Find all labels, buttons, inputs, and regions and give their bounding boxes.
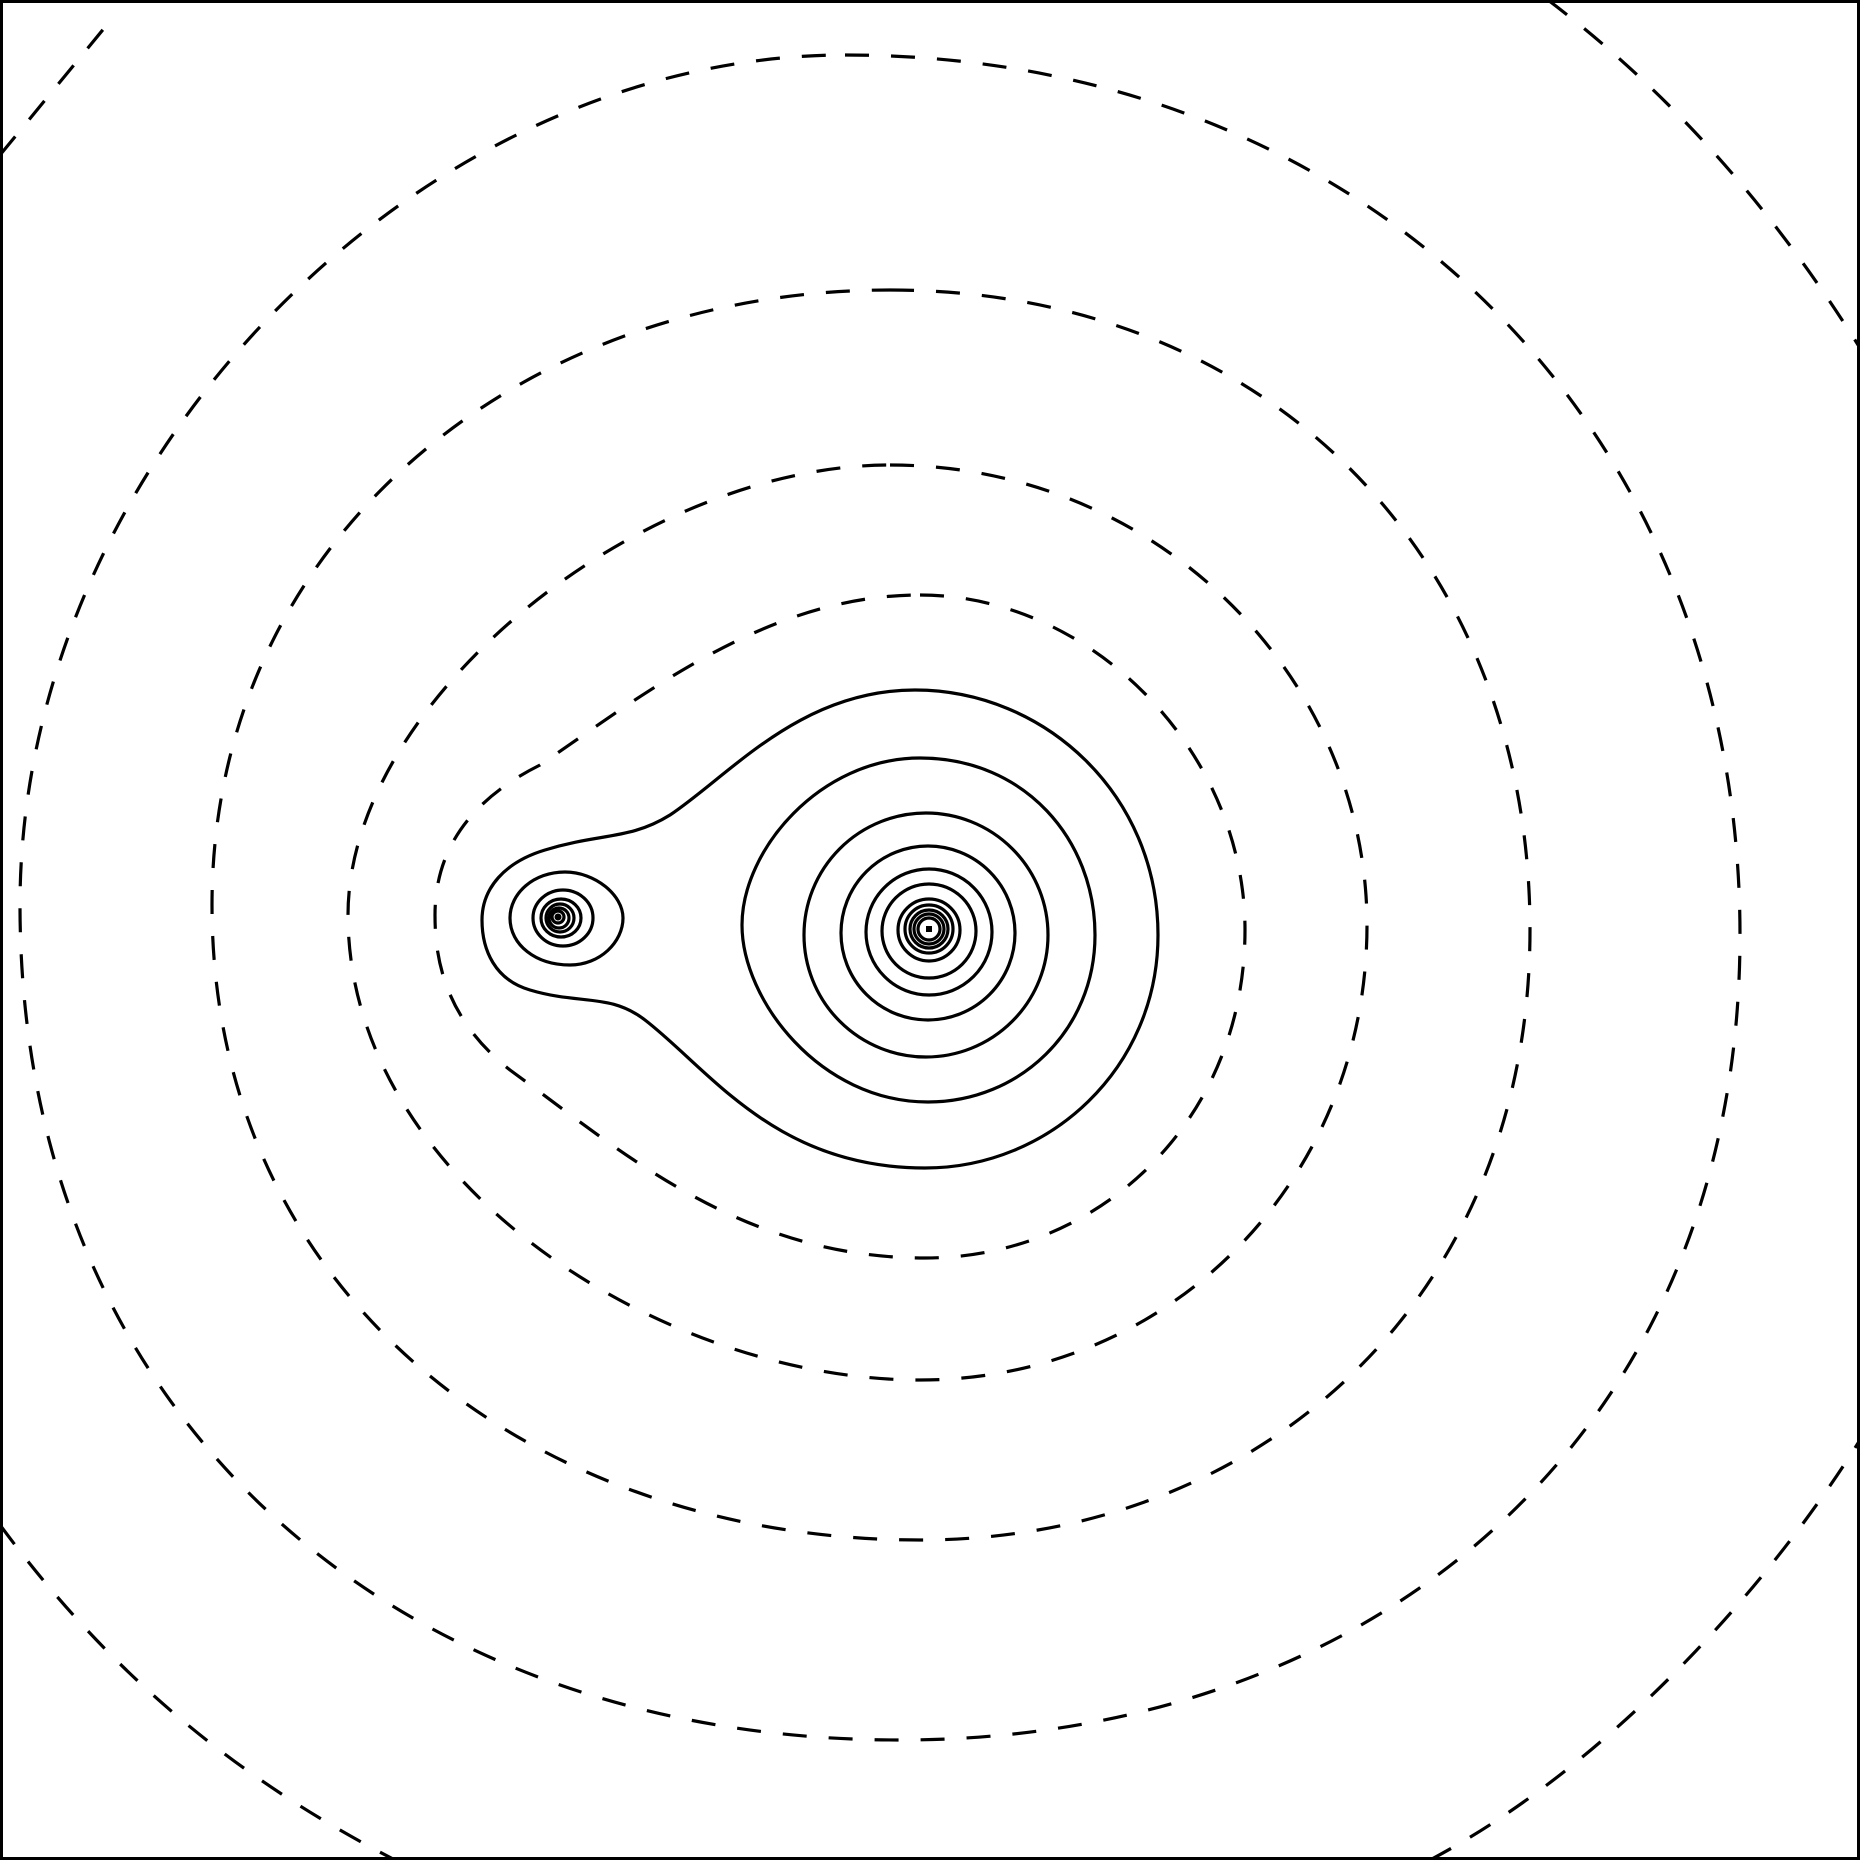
secondary-contour-1 [531,888,595,948]
primary-source-point [926,926,932,932]
solid-contours [480,688,1160,1170]
primary-contour-9 [916,916,942,942]
primary-source-contours [802,811,1050,1059]
secondary-contour-3 [544,902,576,934]
secondary-source-contours [531,888,595,948]
dashed-contour-5 [433,593,1247,1260]
primary-contour-8 [912,912,946,946]
primary-contour-3 [864,867,994,997]
dashed-contour-3 [210,288,1532,1542]
dashed-contour-2 [18,53,1742,1742]
primary-contour-7 [908,908,950,950]
secondary-contour-2 [539,897,583,939]
primary-contour-5 [896,897,962,963]
primary-contour-6 [903,903,955,955]
secondary-contour-4 [547,906,571,930]
primary-contour-4 [880,882,978,980]
solid-contour-outer [480,688,1160,1170]
primary-contour-2 [839,844,1017,1022]
primary-contour-1 [802,811,1050,1059]
solid-contour-primary-lobe [740,756,1097,1104]
dashed-contour-4 [346,463,1369,1382]
secondary-contour-5 [550,909,566,925]
solid-contour-secondary-lobe [508,870,625,967]
secondary-source-point [554,913,562,921]
